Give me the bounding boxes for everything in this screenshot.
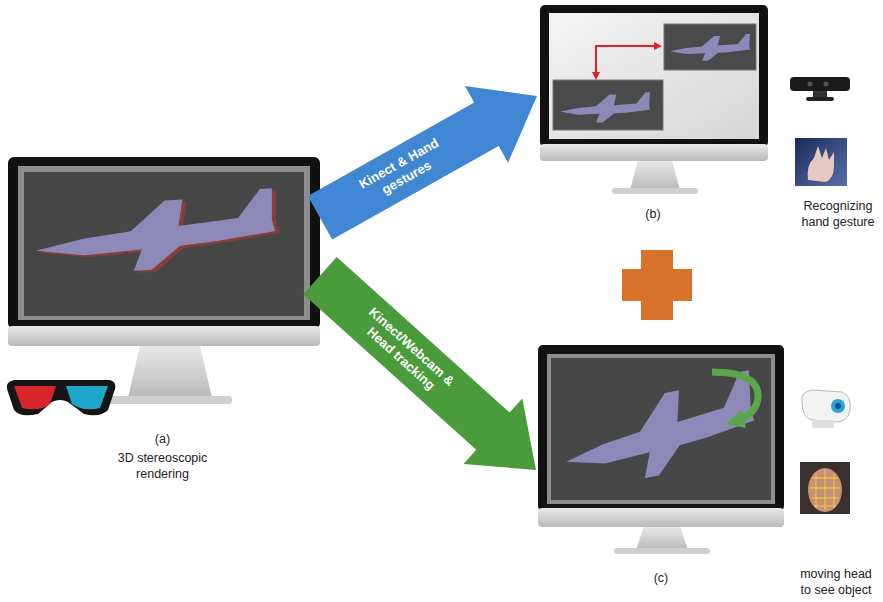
- arrow-label: Kinect/Webcam & Head tracking: [348, 299, 465, 409]
- monitor-node: (c): [536, 343, 786, 591]
- monitor-node: (b): [537, 3, 769, 225]
- plus-horizontal: [622, 269, 692, 301]
- camera-body: [802, 390, 851, 422]
- monitor-screen: [551, 358, 771, 500]
- monitor-a: [8, 157, 320, 404]
- window-before: [553, 80, 663, 130]
- monitor-stand: [636, 526, 688, 550]
- monitor-node: (a) 3D stereoscopic rendering: [5, 155, 320, 486]
- monitor-screen: [24, 172, 304, 316]
- jet-model: [670, 34, 750, 61]
- camera-lens: [831, 399, 845, 413]
- glasses-red-lens: [14, 386, 56, 409]
- monitor-screen-frame: [18, 166, 310, 320]
- monitor-base: [614, 548, 710, 554]
- move-arrow-heads: [592, 42, 662, 80]
- device-caption: moving head to see object: [795, 566, 877, 599]
- kinect-lens: [824, 82, 829, 87]
- panel-letter: (b): [623, 206, 683, 222]
- jet-model: [561, 370, 758, 492]
- plus-sign: [622, 250, 692, 320]
- face: [808, 468, 842, 512]
- panel-caption: 3D stereoscopic rendering: [108, 450, 218, 483]
- monitor-stand: [630, 160, 680, 190]
- kinect-body: [790, 77, 850, 91]
- kinect-lens: [808, 82, 813, 87]
- monitor-chin: [538, 508, 784, 527]
- camera-pupil: [835, 403, 841, 409]
- monitor-base: [612, 188, 698, 194]
- tracking-camera: [802, 390, 851, 428]
- panel-letter: (c): [631, 570, 691, 586]
- photo-frame: [800, 462, 850, 514]
- camera-clip: [812, 420, 834, 428]
- monitor-chin: [540, 144, 768, 161]
- monitor-screen-frame: [547, 354, 775, 504]
- window-after: [664, 24, 756, 70]
- kinect-base: [806, 97, 834, 101]
- face-tracking-photo: [800, 462, 850, 514]
- monitor-screen: [549, 13, 759, 139]
- rotate-arrow-head: [726, 410, 746, 428]
- monitor-b: [540, 5, 768, 194]
- kinect-sensor: [790, 77, 850, 101]
- monitor-c: [538, 345, 784, 554]
- move-arrow: [596, 46, 656, 76]
- monitor-bezel: [540, 5, 768, 147]
- monitor-bezel: [538, 345, 784, 511]
- panel-letter: (a): [108, 431, 218, 447]
- block-arrow: [308, 86, 537, 240]
- hand-shape: [808, 146, 834, 182]
- glasses-frame: [7, 380, 115, 415]
- monitor-base: [108, 396, 232, 404]
- photo-frame: [795, 138, 847, 186]
- block-arrow: [303, 257, 536, 470]
- anaglyph-glasses: [7, 380, 115, 415]
- monitor-bezel: [8, 157, 320, 329]
- monitor-chin: [8, 326, 320, 346]
- jet-model: [560, 92, 650, 122]
- rotate-arrow: [712, 372, 758, 420]
- jet-model: [32, 188, 277, 277]
- face-grid: [810, 470, 840, 510]
- hand-photo: [795, 138, 847, 186]
- monitor-stand: [128, 345, 212, 398]
- device-caption: Recognizing hand gesture: [798, 198, 878, 231]
- glasses-cyan-lens: [66, 386, 108, 409]
- kinect-neck: [813, 91, 827, 97]
